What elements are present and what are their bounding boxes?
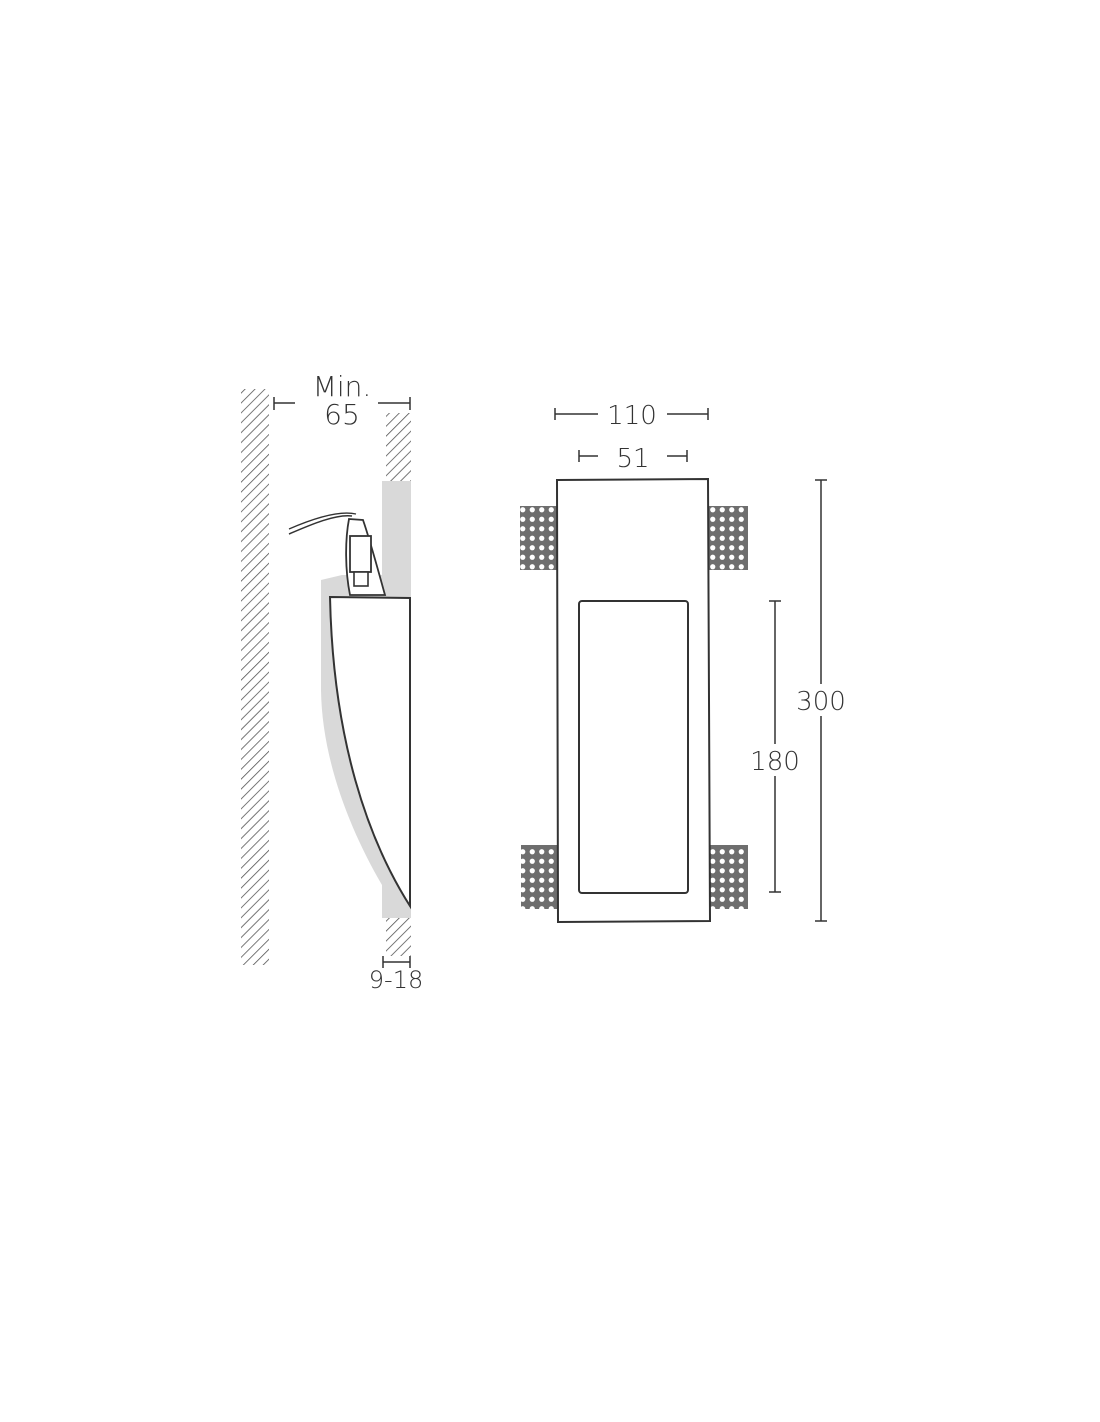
side-view: Min. 65 9-18 <box>241 370 423 994</box>
cable-wire-2 <box>288 512 357 530</box>
height-outer-label-bg <box>790 684 852 716</box>
front-view: 110 51 300 180 <box>520 401 852 924</box>
back-wall-hatch <box>241 389 269 965</box>
thickness-value: 9-18 <box>369 966 423 994</box>
connector-block <box>349 535 372 573</box>
height-outer-value: 300 <box>796 687 846 717</box>
fixture-body <box>328 595 411 910</box>
min-label: Min. <box>313 370 372 403</box>
front-wall-lower-hatch <box>386 918 411 956</box>
front-wall-upper-hatch <box>386 413 411 481</box>
height-inner-value: 180 <box>750 747 800 777</box>
mesh-flap-bottom-right <box>709 845 748 909</box>
connector-pin <box>353 571 369 587</box>
width-inner-value: 51 <box>616 444 649 474</box>
inner-opening <box>578 600 689 894</box>
mesh-flap-top-left <box>520 506 558 570</box>
cable-wire <box>288 515 353 535</box>
mesh-flap-bottom-left <box>521 845 559 909</box>
width-outer-value: 110 <box>607 401 657 431</box>
mesh-flap-top-right <box>708 506 748 570</box>
depth-value: 65 <box>324 398 360 431</box>
height-inner-label-bg <box>748 744 802 776</box>
